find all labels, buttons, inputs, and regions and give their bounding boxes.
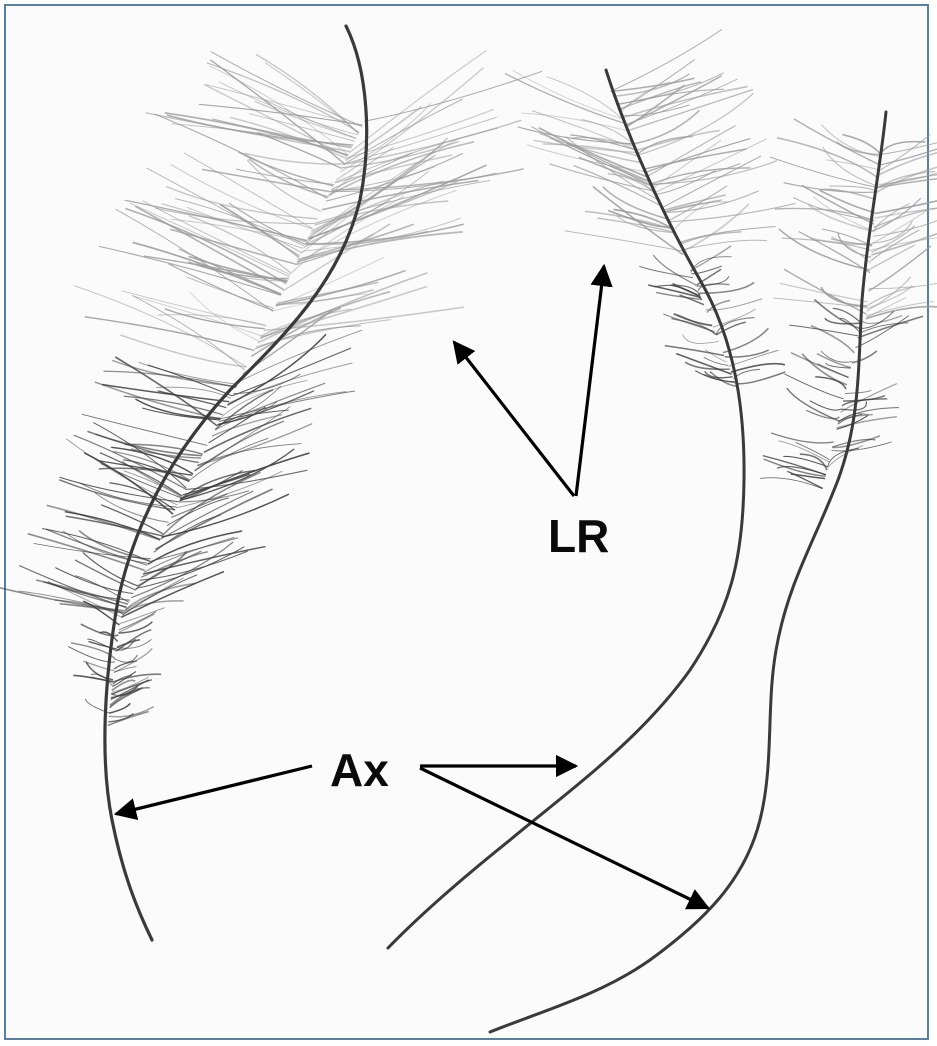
lateral-root: [527, 145, 646, 172]
lateral-root: [791, 353, 849, 378]
lateral-root: [247, 160, 321, 212]
lateral-root: [227, 334, 326, 405]
axile-root-right: [490, 112, 886, 1032]
lateral-root: [668, 186, 727, 221]
lateral-root: [113, 674, 161, 682]
lateral-root: [125, 578, 184, 610]
lr-arrow-up: [576, 266, 604, 496]
lateral-root: [349, 50, 486, 153]
lateral-root: [165, 309, 265, 329]
lateral-root: [796, 442, 830, 459]
lateral-root: [789, 325, 858, 336]
lateral-root: [108, 712, 149, 726]
lateral-root: [249, 159, 328, 197]
lateral-root: [878, 135, 930, 172]
lateral-root: [842, 399, 887, 406]
lateral-root: [125, 200, 307, 241]
lateral-root: [832, 436, 880, 448]
lateral-root: [639, 93, 754, 155]
lateral-root: [682, 204, 749, 252]
lateral-root: [822, 125, 880, 157]
lr-arrow-left: [454, 342, 574, 496]
lateral-root: [258, 273, 428, 343]
lateral-root: [611, 29, 722, 91]
lateral-root: [143, 547, 266, 575]
lateral-root: [802, 354, 847, 385]
lateral-root: [111, 680, 149, 700]
lateral-root: [806, 410, 839, 418]
lateral-root: [690, 246, 731, 271]
lateral-root: [132, 295, 245, 370]
lateral-root: [843, 135, 880, 154]
lateral-root: [639, 266, 693, 277]
lateral-root: [195, 421, 284, 471]
lateral-root: [229, 363, 353, 403]
lateral-root: [676, 354, 731, 375]
lateral-root: [811, 326, 854, 353]
lateral-root: [683, 335, 719, 344]
lateral-root: [780, 283, 868, 302]
lateral-root: [206, 85, 362, 127]
lateral-roots: [0, 29, 937, 725]
lateral-root: [85, 317, 255, 351]
lateral-root: [146, 168, 301, 253]
lateral-root: [74, 286, 246, 367]
ax-label: Ax: [330, 744, 389, 796]
lateral-root: [794, 119, 879, 165]
lateral-root: [663, 314, 714, 332]
lateral-root: [821, 351, 852, 362]
lateral-root: [638, 137, 692, 154]
axile-roots: [105, 26, 886, 1032]
ax-arrow-right: [420, 768, 708, 908]
lateral-root: [866, 301, 934, 316]
lateral-root: [505, 74, 625, 124]
lateral-root: [149, 538, 238, 562]
lateral-root: [217, 383, 325, 425]
lateral-root: [820, 190, 875, 212]
lateral-root: [19, 566, 126, 608]
lateral-root: [239, 330, 362, 382]
lateral-root: [869, 278, 937, 288]
ax-arrow-left: [116, 766, 312, 814]
lateral-root: [852, 351, 877, 363]
lateral-root: [679, 232, 742, 245]
lateral-root: [184, 153, 313, 229]
lateral-root: [787, 388, 839, 421]
lateral-root: [731, 364, 785, 373]
lateral-root: [221, 391, 355, 419]
lateral-root: [344, 120, 522, 164]
lateral-root: [251, 308, 341, 357]
annotation-arrows: [116, 266, 708, 908]
lateral-root: [777, 467, 826, 475]
lateral-root: [652, 164, 740, 185]
lateral-root: [115, 357, 217, 426]
lateral-root: [664, 195, 726, 210]
lr-label: LR: [548, 510, 609, 562]
lateral-root: [645, 149, 747, 169]
lateral-root: [877, 166, 937, 185]
lateral-root: [344, 99, 463, 165]
lateral-root: [665, 346, 724, 356]
lateral-root: [735, 372, 785, 384]
lateral-root: [197, 424, 312, 466]
lateral-root: [513, 70, 623, 119]
lateral-root: [135, 297, 261, 336]
lateral-root: [157, 315, 266, 326]
lateral-root: [104, 371, 237, 387]
lateral-root: [777, 138, 878, 178]
